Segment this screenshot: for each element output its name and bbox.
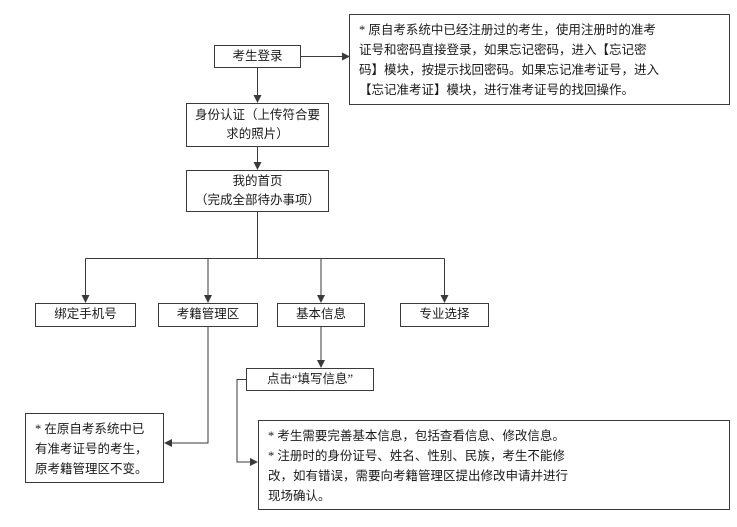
arrowheads [81,52,449,466]
arrowhead-down-icon [317,295,325,303]
arrowhead-down-icon [204,295,212,303]
arrowhead-down-icon [253,95,262,103]
note-basic-info-rules: * 考生需要完善基本信息，包括查看信息、修改信息。 * 注册时的身份证号、姓名、… [258,420,730,510]
arrowhead-right-icon [342,52,350,61]
node-my-homepage: 我的首页 （完成全部待办事项） [186,170,329,212]
arrowhead-down-icon [440,295,449,303]
note-registry-unchanged: * 在原自考系统中已 有准考证号的考生， 原考籍管理区不变。 [25,413,164,483]
node-bind-phone: 绑定手机号 [35,303,136,327]
arrowhead-down-icon [317,360,325,368]
arrowhead-left-icon [164,439,172,447]
edges [85,56,445,463]
node-basic-info: 基本信息 [277,303,365,327]
edge-registry-to-note [172,327,209,444]
arrowhead-right-icon [250,458,258,466]
node-registry-management: 考籍管理区 [158,303,258,327]
edge-fill-to-note [236,379,250,463]
arrowhead-down-icon [253,162,262,170]
node-identity-verification: 身份认证（上传符合要 求的照片） [186,103,329,147]
node-candidate-login: 考生登录 [214,45,301,68]
node-major-selection: 专业选择 [400,303,489,327]
note-login-instructions: * 原自考系统中已经注册过的考生，使用注册时的准考 证号和密码直接登录，如果忘记… [349,14,730,105]
arrowhead-down-icon [81,295,90,303]
node-fill-info: 点击“填写信息” [246,368,374,391]
